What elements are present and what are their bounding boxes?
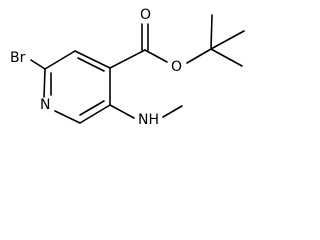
- bond-c5-nh: [109, 104, 135, 119]
- bond-c5-c6-inner: [79, 100, 105, 116]
- bond-tbutyl-methyl-bottom: [210, 48, 243, 67]
- bond-carbonyl-o-ester: [144, 49, 168, 63]
- bond-tbutyl-methyl-right: [210, 30, 245, 50]
- bond-n1-c2: [43, 68, 46, 98]
- bond-c2-br: [30, 59, 46, 70]
- bond-c5-c6: [79, 104, 111, 124]
- atom-label-n-ring: N: [40, 97, 50, 113]
- atom-label-o-carbonyl: O: [140, 7, 151, 23]
- bond-c2-c3: [44, 50, 76, 70]
- bond-tbutyl-methyl-top: [210, 14, 213, 50]
- bond-c6-n1: [54, 110, 81, 124]
- bond-c3-c4: [74, 50, 111, 69]
- bond-c3-c4-inner: [77, 57, 105, 72]
- atom-label-o-ester: O: [171, 59, 182, 75]
- molecule-structure: Br N O O NH: [10, 7, 245, 128]
- atom-label-br: Br: [10, 50, 26, 66]
- atom-label-nh: NH: [138, 112, 159, 128]
- bond-c4-carbonyl: [109, 49, 146, 69]
- bond-o-tbutyl: [186, 48, 212, 64]
- bond-nh-methyl: [162, 105, 183, 118]
